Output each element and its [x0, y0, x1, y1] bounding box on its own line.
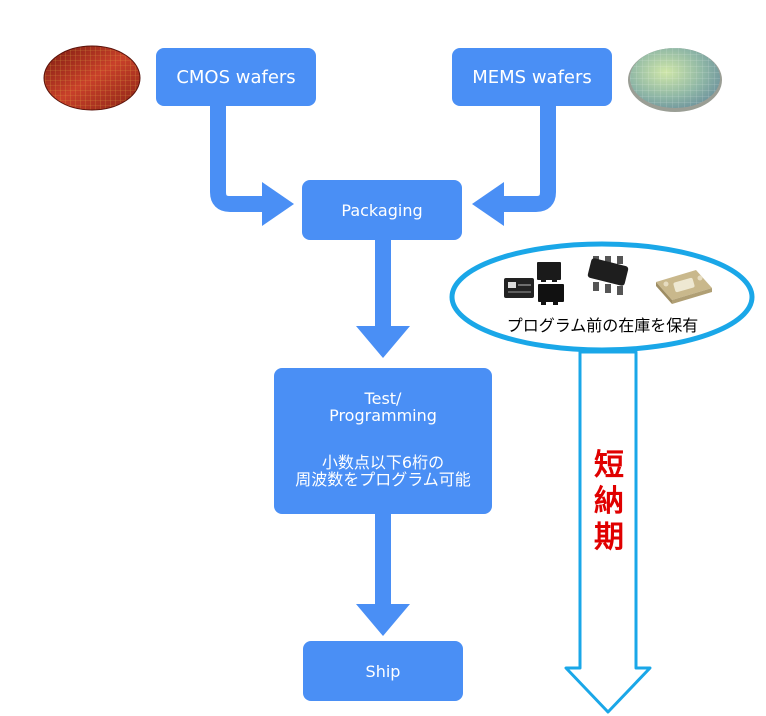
- short-leadtime-text: 短 納 期: [588, 448, 630, 556]
- cmos-wafer-icon: [43, 45, 141, 111]
- cmos-wafers-label: CMOS wafers: [176, 66, 296, 88]
- packaging-label: Packaging: [341, 200, 423, 220]
- test-title-line2: Programming: [329, 406, 437, 425]
- arrowhead-cmos: [262, 182, 294, 226]
- arrowhead-mems: [472, 182, 504, 226]
- test-programming-box: Test/ Programming 小数点以下6桁の 周波数をプログラム可能: [274, 368, 492, 514]
- short-leadtime-arrow: [564, 350, 652, 714]
- mems-package-icon: [656, 270, 712, 304]
- packaging-box: Packaging: [302, 180, 462, 240]
- arrow-packaging-to-test: [375, 240, 391, 328]
- inventory-ellipse: [449, 241, 755, 353]
- sot-package-icon: [587, 256, 629, 295]
- ship-box: Ship: [303, 641, 463, 701]
- mems-wafers-box: MEMS wafers: [452, 48, 612, 106]
- packaged-chip-icon: [504, 262, 564, 305]
- leadtime-char-1: 短: [594, 448, 624, 483]
- inventory-caption: プログラム前の在庫を保有: [506, 316, 699, 335]
- test-note-line2: 周波数をプログラム可能: [295, 470, 471, 489]
- arrowhead-ship: [356, 604, 410, 636]
- leadtime-char-3: 期: [594, 520, 624, 555]
- mems-wafer-icon: [628, 48, 722, 112]
- ship-label: Ship: [365, 661, 401, 681]
- arrow-test-to-ship: [375, 514, 391, 606]
- test-title-line1: Test/: [364, 389, 402, 408]
- cmos-wafers-box: CMOS wafers: [156, 48, 316, 106]
- arrow-mems-to-packaging: [496, 102, 556, 212]
- arrow-cmos-to-packaging: [210, 102, 270, 212]
- test-note-line1: 小数点以下6桁の: [321, 453, 445, 472]
- mems-wafers-label: MEMS wafers: [472, 66, 592, 88]
- arrowhead-test: [356, 326, 410, 358]
- leadtime-char-2: 納: [594, 484, 624, 519]
